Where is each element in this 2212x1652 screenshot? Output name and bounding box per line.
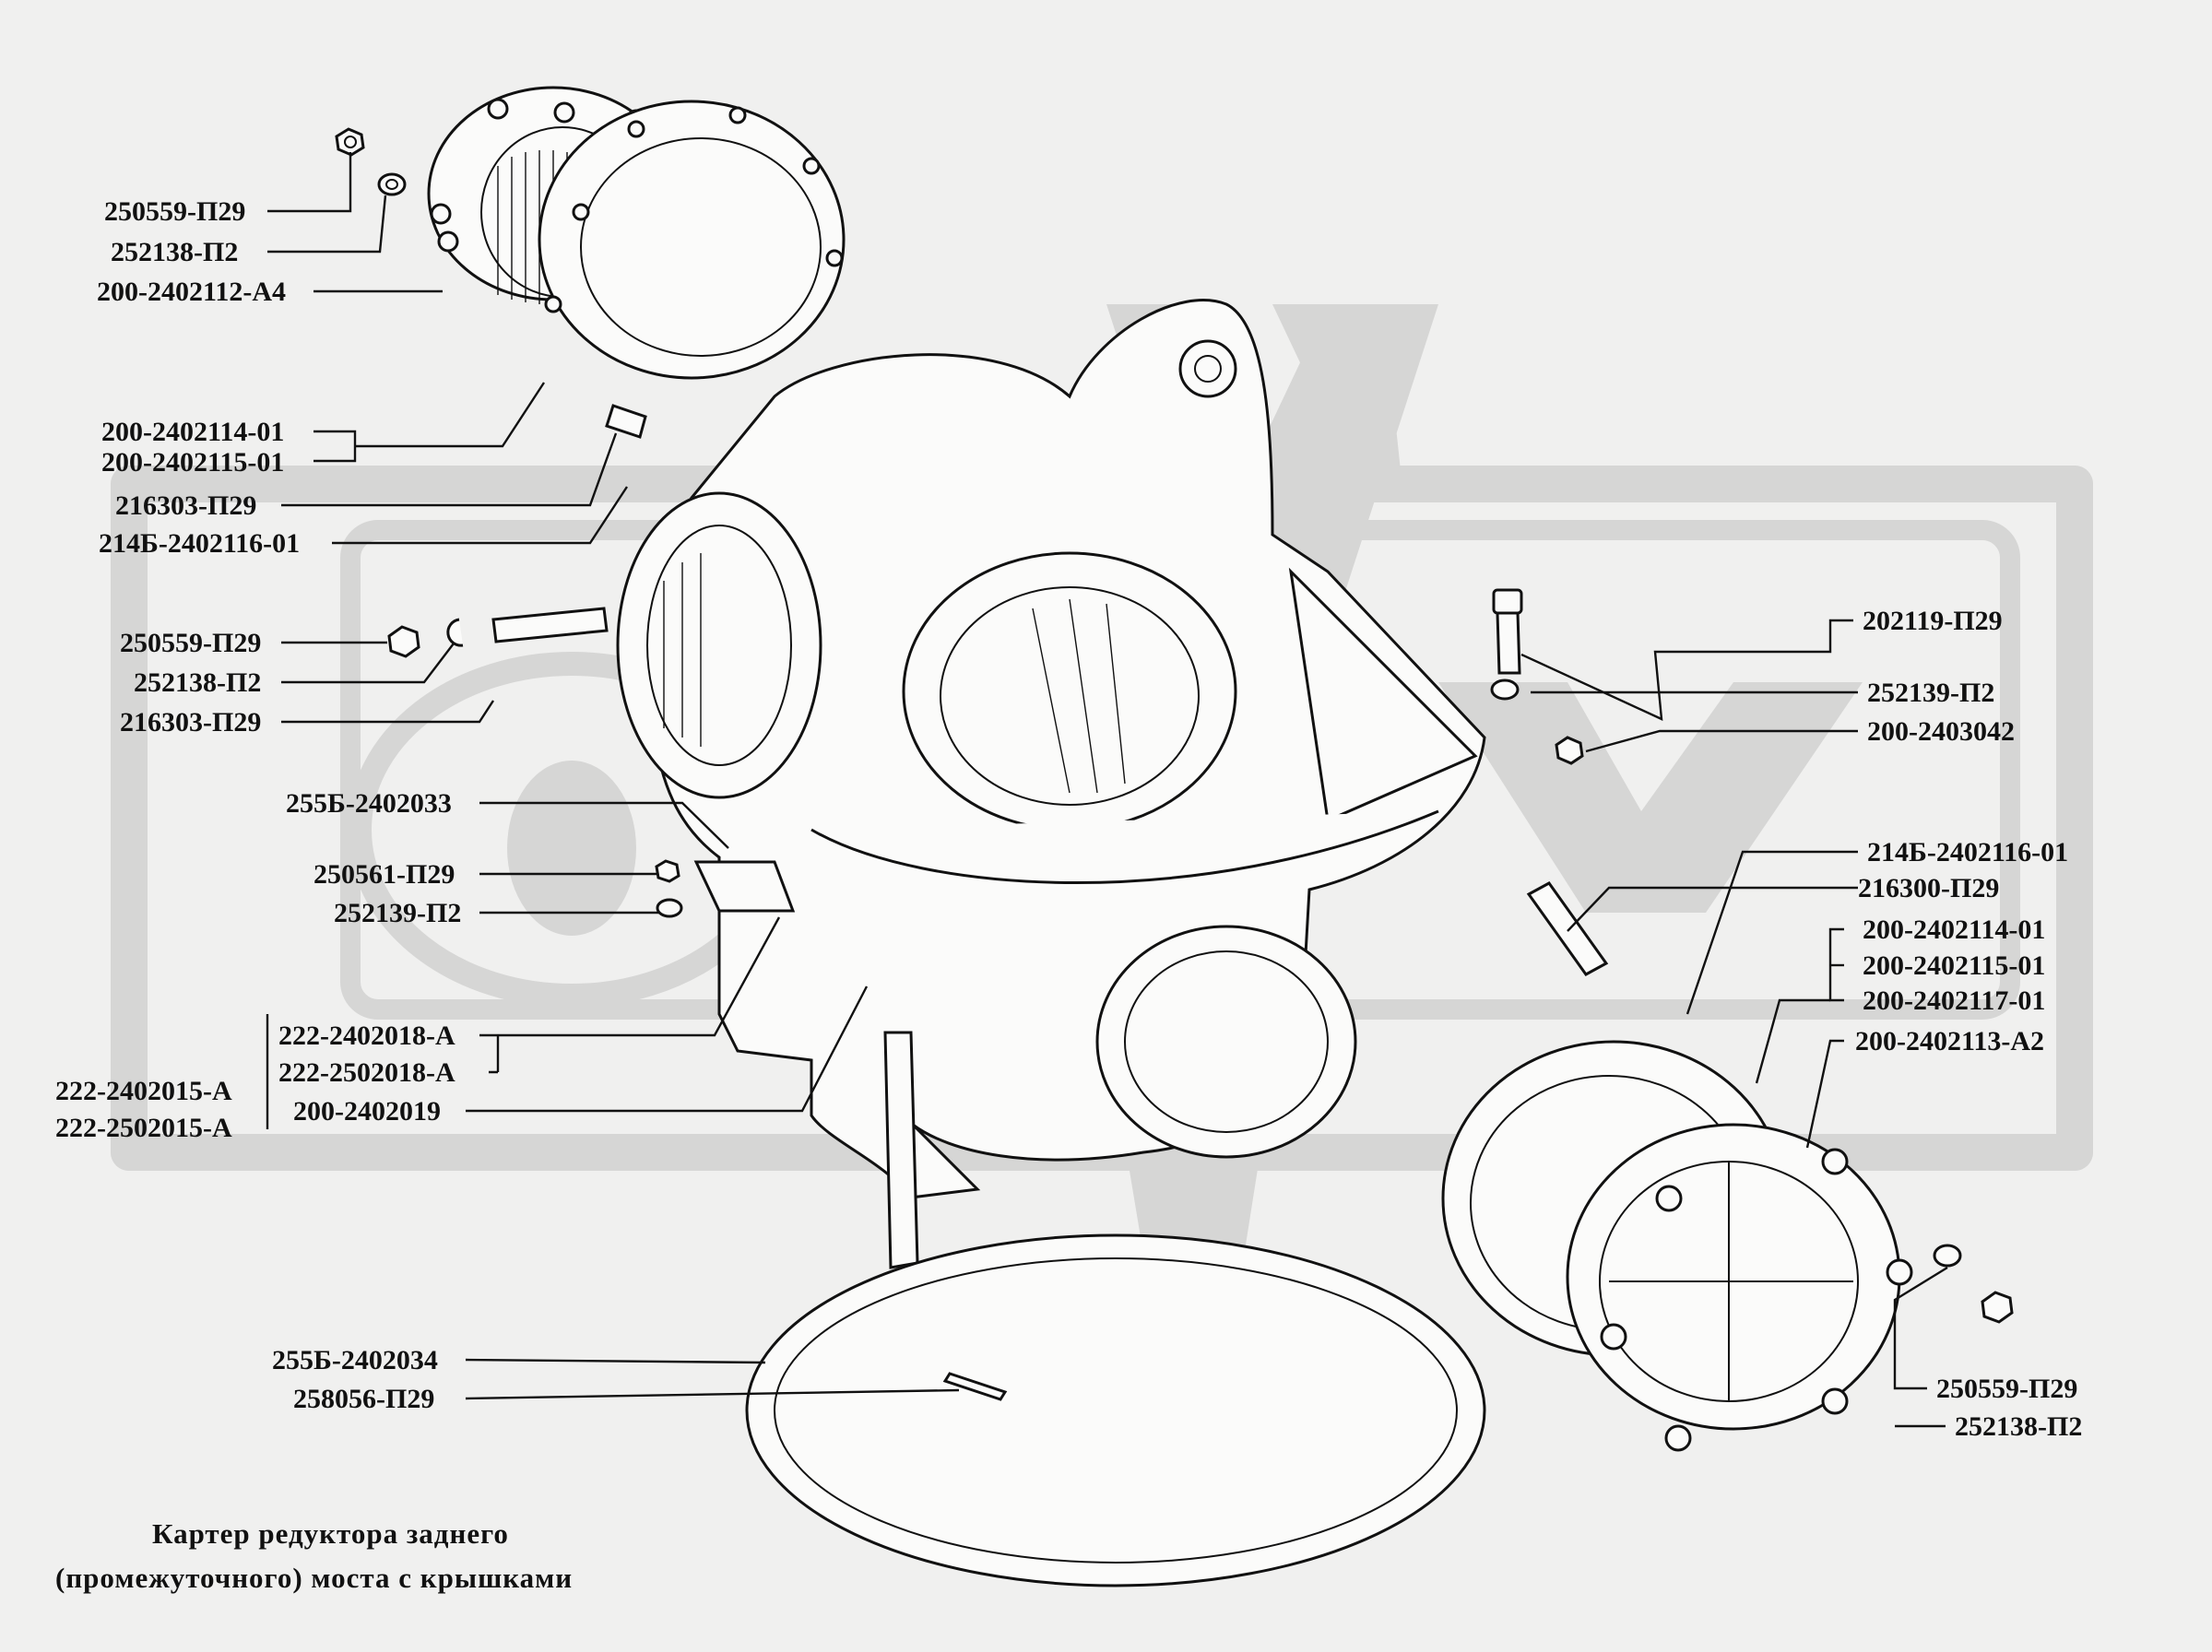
label-252138-p2-left: 252138-П2 — [134, 667, 261, 698]
small-nut-icon — [655, 859, 683, 918]
label-252138-p2-right: 252138-П2 — [1955, 1411, 2082, 1442]
label-214b-2402116-01: 214Б-2402116-01 — [99, 528, 300, 559]
label-222-2502015-a: 222-2502015-А — [55, 1113, 232, 1143]
right-washer-icon — [1933, 1244, 1962, 1268]
label-255b-2402033: 255Б-2402033 — [286, 788, 452, 819]
label-200-2403042: 200-2403042 — [1867, 716, 2015, 747]
gearbox-housing — [616, 299, 1486, 1200]
right-nut-icon — [1981, 1291, 2014, 1324]
label-222-2502018-a: 222-2502018-А — [278, 1057, 455, 1088]
label-250559-p29-right: 250559-П29 — [1936, 1374, 2077, 1404]
label-250561-p29: 250561-П29 — [313, 859, 455, 890]
label-258056-p29: 258056-П29 — [293, 1384, 434, 1414]
label-216300-p29: 216300-П29 — [1858, 873, 1999, 903]
nut-icon — [335, 127, 365, 157]
washer-icon — [377, 172, 407, 196]
label-216303-p29-left: 216303-П29 — [120, 707, 261, 738]
label-202119-p29: 202119-П29 — [1863, 606, 2003, 636]
label-252139-p2: 252139-П2 — [334, 898, 461, 928]
label-255b-2402034: 255Б-2402034 — [272, 1345, 438, 1375]
label-200-2402115-01: 200-2402115-01 — [101, 447, 284, 478]
left-stud-icon — [605, 404, 647, 439]
label-200-2402117-01: 200-2402117-01 — [1863, 985, 2045, 1016]
label-200-2402113-a2: 200-2402113-А2 — [1855, 1026, 2044, 1056]
label-250559-p29: 250559-П29 — [104, 196, 245, 227]
part-labels: 250559-П29 252138-П2 200-2402112-А4 200-… — [55, 196, 2082, 1442]
label-216303-p29: 216303-П29 — [115, 490, 256, 521]
label-222-2402018-a: 222-2402018-А — [278, 1021, 455, 1051]
housing-pin-icon — [883, 1031, 919, 1269]
right-bolt-icon — [1490, 588, 1584, 765]
label-252138-p2: 252138-П2 — [111, 237, 238, 267]
right-bearing-cover — [1566, 1123, 1913, 1452]
diagram-caption-line1: Картер редуктора заднего — [152, 1517, 509, 1550]
label-250559-p29-left: 250559-П29 — [120, 628, 261, 658]
label-200-2402114-01-right: 200-2402114-01 — [1863, 914, 2045, 945]
label-214b-2402116-01-right: 214Б-2402116-01 — [1867, 837, 2068, 867]
label-222-2402015-a: 222-2402015-А — [55, 1076, 232, 1106]
leader-lines — [266, 152, 1948, 1428]
label-252139-p2-right: 252139-П2 — [1867, 678, 1994, 708]
bottom-gasket — [745, 1233, 1486, 1587]
label-200-2402115-01-right: 200-2402115-01 — [1863, 950, 2045, 981]
label-200-2402112-a4: 200-2402112-А4 — [97, 277, 286, 307]
label-200-2402114-01: 200-2402114-01 — [101, 417, 284, 447]
right-stud-icon — [1526, 881, 1609, 976]
oil-plate-icon — [693, 860, 796, 913]
top-left-gasket — [538, 100, 846, 380]
label-200-2402019: 200-2402019 — [293, 1096, 441, 1127]
left-side-fasteners — [387, 607, 609, 658]
diagram-caption-line2: (промежуточного) моста с крышками — [55, 1562, 573, 1594]
